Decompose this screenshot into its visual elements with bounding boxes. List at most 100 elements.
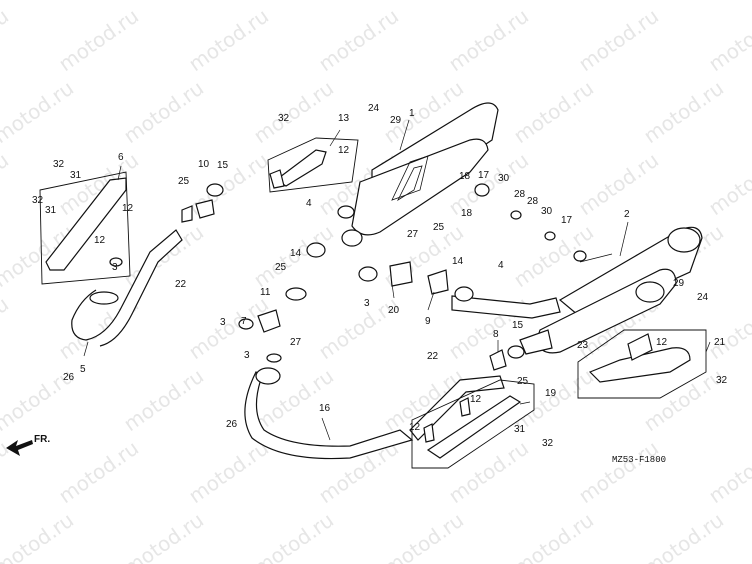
part-callout-12: 12	[122, 203, 134, 214]
part-callout-12: 12	[656, 337, 668, 348]
part-callout-32: 32	[278, 113, 290, 124]
part-callout-22: 22	[427, 351, 439, 362]
watermark-text: motod.ru	[704, 4, 752, 76]
watermark-text: motod.ru	[379, 508, 468, 564]
part-callout-32: 32	[542, 438, 554, 449]
watermark-text: motod.ru	[249, 76, 338, 148]
part-callout-31: 31	[45, 205, 57, 216]
watermark-text: motod.ru	[574, 436, 663, 508]
watermark-text: motod.ru	[444, 4, 533, 76]
part-callout-25: 25	[517, 376, 529, 387]
watermark-text: motod.ru	[119, 0, 208, 4]
watermark-text: motod.ru	[639, 76, 728, 148]
watermark-text: motod.ru	[704, 292, 752, 364]
watermark-text: motod.ru	[54, 4, 143, 76]
part-callout-13: 13	[338, 113, 350, 124]
part-callout-19: 19	[545, 388, 557, 399]
watermark-text: motod.ru	[184, 292, 273, 364]
part-callout-28: 28	[527, 196, 539, 207]
part-callout-8: 8	[493, 329, 499, 340]
part-callout-16: 16	[319, 403, 331, 414]
watermark-text: motod.ru	[509, 0, 598, 4]
heat-shield-19	[426, 395, 522, 459]
part-callout-7: 7	[241, 316, 247, 327]
part-callout-12: 12	[470, 394, 482, 405]
watermark-text: motod.ru	[509, 508, 598, 564]
part-callout-18: 18	[461, 208, 473, 219]
callout-labels: 1233334456789101112121212121213141415151…	[32, 103, 728, 449]
pipe-16	[244, 371, 414, 460]
part-callout-14: 14	[290, 248, 302, 259]
bracket-box-6	[39, 171, 131, 285]
part-callout-29: 29	[390, 115, 402, 126]
watermark-text: motod.ru	[184, 436, 273, 508]
part-callout-11: 11	[260, 287, 271, 298]
watermark-text: motod.ru	[119, 508, 208, 564]
part-callout-21: 21	[714, 337, 726, 348]
part-callout-31: 31	[70, 170, 82, 181]
part-callout-25: 25	[275, 262, 287, 273]
part-callout-26: 26	[63, 372, 75, 383]
part-callout-15: 15	[217, 160, 229, 171]
watermark-text: motod.ru	[0, 508, 78, 564]
watermark-text: motod.ru	[574, 4, 663, 76]
pipe-19	[409, 375, 505, 441]
watermark-text: motod.ru	[0, 0, 78, 4]
part-callout-18: 18	[459, 171, 471, 182]
part-callout-12: 12	[409, 422, 421, 433]
part-callout-32: 32	[716, 375, 728, 386]
watermark-text: motod.ru	[444, 436, 533, 508]
part-callout-27: 27	[407, 229, 419, 240]
watermark-text: motod.ru	[119, 76, 208, 148]
bracket-box-21	[577, 329, 707, 399]
part-callout-30: 30	[541, 206, 553, 217]
pipe-5-flange	[89, 291, 119, 305]
watermark-text: motod.ru	[704, 148, 752, 220]
heat-shield-13	[274, 149, 327, 187]
watermark-text: motod.ru	[119, 364, 208, 436]
part-callout-26: 26	[226, 419, 238, 430]
part-callout-24: 24	[697, 292, 709, 303]
bracket-box-19	[411, 379, 535, 469]
part-callout-2: 2	[624, 209, 630, 220]
pipe-connector-15	[519, 329, 553, 355]
watermark-text: motod.ru	[314, 4, 403, 76]
part-callout-9: 9	[425, 316, 431, 327]
part-callout-29: 29	[673, 278, 685, 289]
part-callout-3: 3	[364, 298, 370, 309]
watermark-text: motod.ru	[0, 148, 13, 220]
part-callout-22: 22	[175, 279, 187, 290]
part-callout-1: 1	[409, 108, 415, 119]
part-callout-4: 4	[498, 260, 504, 271]
bracket-box-13	[267, 137, 359, 193]
watermark-text: motod.ru	[639, 508, 728, 564]
heat-shield-21	[588, 347, 691, 383]
part-callout-4: 4	[306, 198, 312, 209]
part-callout-3: 3	[112, 262, 118, 273]
watermark-text: motod.ru	[54, 436, 143, 508]
part-callout-28: 28	[514, 189, 526, 200]
part-callout-25: 25	[178, 176, 190, 187]
watermark-text: motod.ru	[639, 0, 728, 4]
watermark-text: motod.ru	[0, 4, 13, 76]
watermark-text: motod.ru	[379, 0, 468, 4]
watermark-text: motod.ru	[574, 148, 663, 220]
part-callout-32: 32	[53, 159, 65, 170]
part-callout-20: 20	[388, 305, 400, 316]
parts-group	[6, 102, 711, 469]
part-callout-30: 30	[498, 173, 510, 184]
watermark-text: motod.ru	[249, 0, 338, 4]
part-callout-15: 15	[512, 320, 524, 331]
part-callout-5: 5	[80, 364, 86, 375]
watermark-text: motod.ru	[249, 508, 338, 564]
muffler-upper	[337, 102, 499, 247]
watermark-text: motod.ru	[509, 76, 598, 148]
part-callout-23: 23	[577, 340, 589, 351]
part-callout-12: 12	[94, 235, 106, 246]
part-callout-14: 14	[452, 256, 464, 267]
pipe-5	[71, 229, 183, 347]
part-callout-32: 32	[32, 195, 44, 206]
part-callout-17: 17	[478, 170, 490, 181]
heat-shield-6	[45, 177, 127, 271]
